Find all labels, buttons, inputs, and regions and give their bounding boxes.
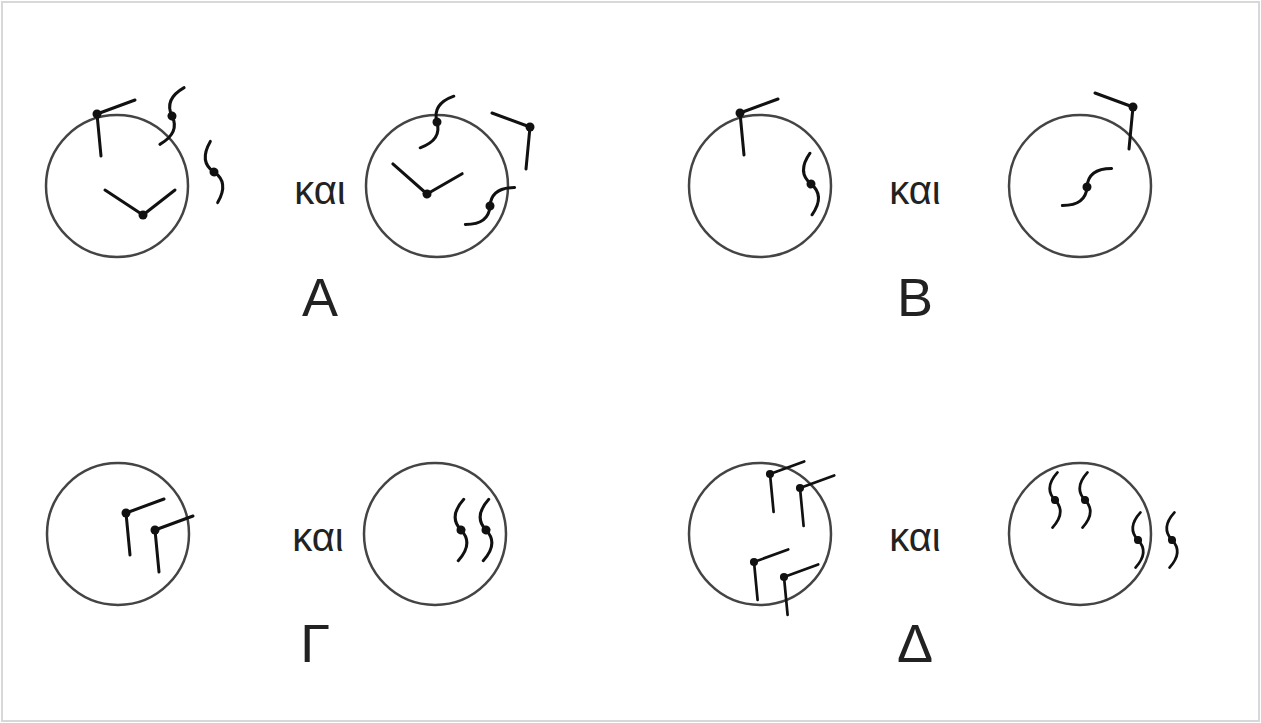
chromosome	[197, 141, 231, 202]
conjunction-text: και	[889, 170, 941, 210]
chromosome	[1162, 512, 1182, 567]
chromosome	[93, 100, 136, 156]
chromosome	[1095, 93, 1138, 149]
panel-letter: Γ	[300, 616, 330, 670]
chromosome	[450, 499, 472, 560]
chromosome	[1045, 472, 1065, 527]
chromosome	[1128, 512, 1148, 567]
chromosome	[475, 499, 497, 560]
cell-circle	[364, 463, 506, 605]
chromosome	[105, 190, 175, 220]
chromosome	[796, 153, 825, 215]
cell-circle	[689, 115, 831, 257]
chromosome	[780, 564, 818, 614]
chromosome	[151, 516, 194, 572]
chromosome	[1062, 160, 1111, 215]
conjunction-text: και	[889, 517, 941, 557]
conjunction-text: και	[294, 170, 346, 210]
chromosome	[420, 91, 454, 152]
panel-letter: B	[897, 270, 933, 324]
chromosome	[796, 475, 834, 525]
chromosome	[492, 113, 535, 169]
chromosome	[1075, 472, 1095, 527]
panel-letter: Δ	[897, 616, 933, 670]
cell-circle	[47, 463, 189, 605]
chromosome	[465, 179, 514, 234]
panel-letter: A	[302, 270, 338, 324]
cell-circle	[46, 115, 188, 257]
chromosome	[160, 85, 184, 147]
conjunction-text: και	[292, 517, 344, 557]
chromosome	[736, 99, 779, 155]
chromosome	[389, 164, 462, 203]
cell-circle	[1009, 463, 1151, 605]
